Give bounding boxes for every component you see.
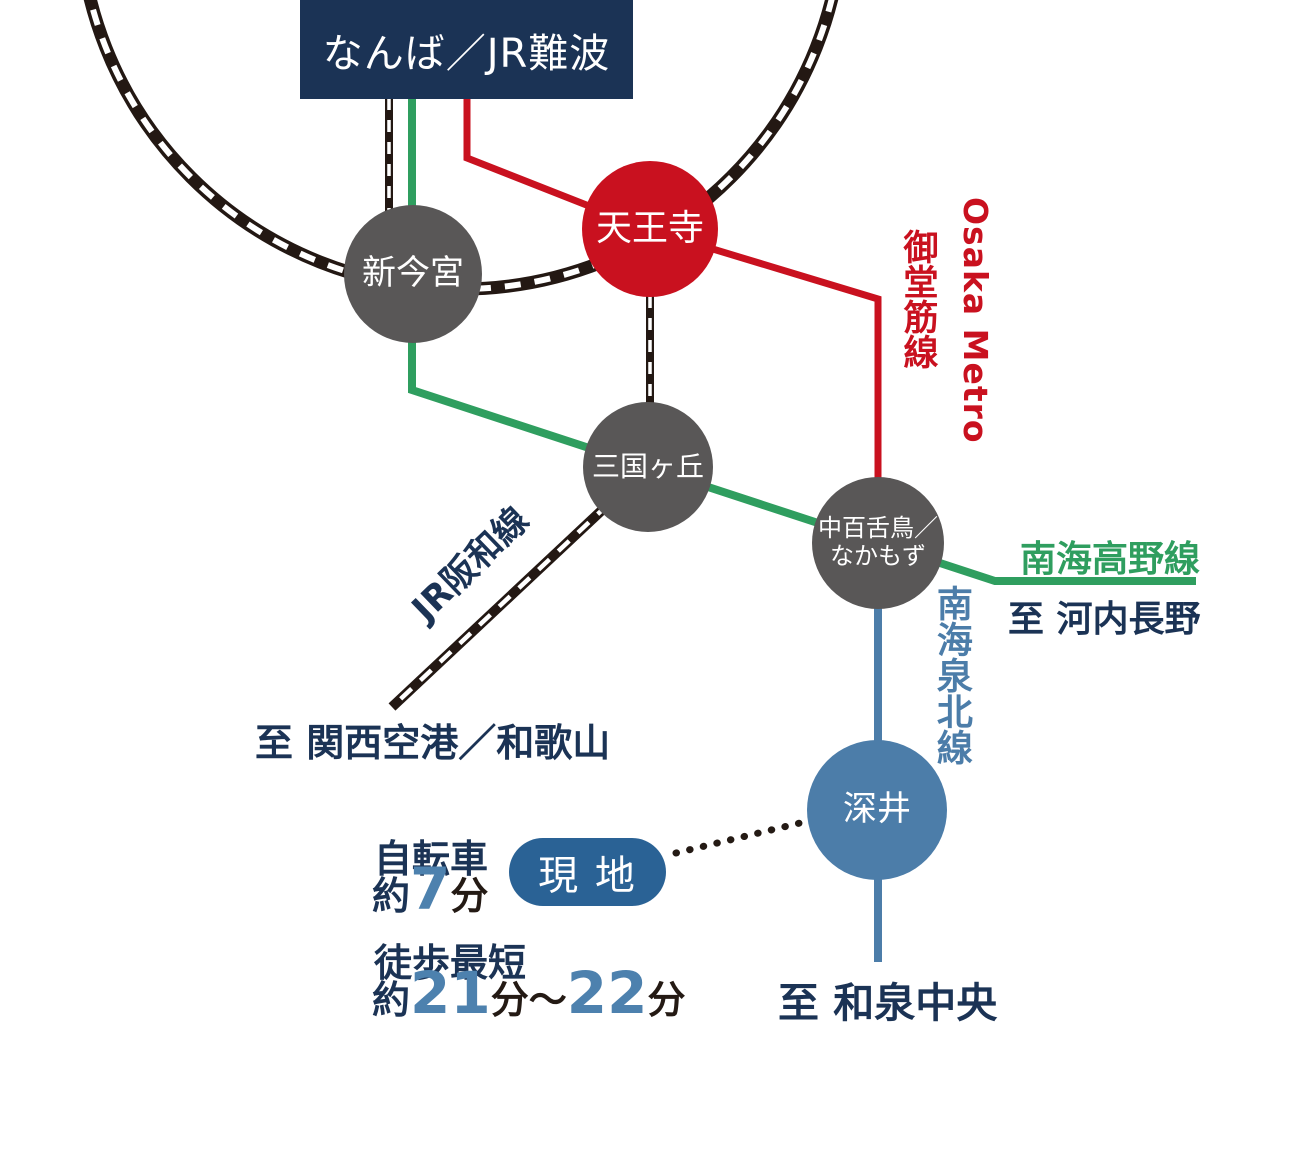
station-namba: なんば／JR難波 (300, 0, 633, 99)
station-nakamozu-label-line2: なかもず (830, 542, 926, 570)
destination-kansai-airport-wakayama: 至 関西空港／和歌山 (255, 721, 611, 765)
walk-access-time: 約 21 分 〜 22 分 (372, 964, 686, 1024)
bicycle-time-prefix: 約 (372, 874, 411, 918)
site-marker: 現 地 (509, 838, 666, 906)
station-shinimamiya-label: 新今宮 (362, 253, 464, 294)
station-nakamozu: 中百舌鳥／ なかもず (812, 477, 944, 609)
station-tennoji: 天王寺 (582, 161, 718, 297)
destination-kawachinagano: 至 河内長野 (1008, 599, 1201, 640)
midosuji-line-label-en: Osaka Metro (956, 197, 995, 444)
walk-time-value-1: 21 (410, 959, 491, 1027)
station-namba-label: なんば／JR難波 (322, 30, 611, 77)
walk-access-label: 徒歩最短 (374, 941, 527, 985)
bicycle-time-value: 7 (410, 855, 451, 923)
station-mikunigaoka-label: 三国ヶ丘 (591, 449, 704, 483)
station-mikunigaoka: 三国ヶ丘 (583, 402, 713, 532)
bicycle-time-unit: 分 (450, 874, 489, 918)
walk-time-unit-2: 分 (647, 978, 686, 1022)
bicycle-access-label: 自転車 (374, 837, 489, 881)
station-tennoji-label: 天王寺 (595, 208, 704, 250)
site-access-dotted-line (672, 819, 804, 857)
destination-izumichuo: 至 和泉中央 (778, 979, 998, 1027)
station-fukai-label: 深井 (843, 789, 911, 830)
walk-time-tilde: 〜 (528, 978, 567, 1022)
semboku-line-label: 南海泉北線 (930, 585, 972, 765)
walk-time-value-2: 22 (566, 959, 648, 1027)
walk-time-unit-1: 分 (490, 978, 529, 1022)
koya-line-label: 南海高野線 (1020, 539, 1201, 580)
station-shinimamiya: 新今宮 (344, 205, 482, 343)
station-nakamozu-label-line1: 中百舌鳥／ (818, 514, 938, 543)
midosuji-line-label-ja: 御堂筋線 (897, 229, 938, 369)
bicycle-access-time: 約 7 分 (372, 860, 488, 920)
station-fukai: 深井 (807, 740, 947, 880)
nankai-koya-line (408, 98, 1196, 585)
walk-time-prefix: 約 (372, 978, 411, 1022)
midosuji-line-lower (648, 226, 882, 545)
site-marker-label: 現 地 (538, 853, 637, 899)
